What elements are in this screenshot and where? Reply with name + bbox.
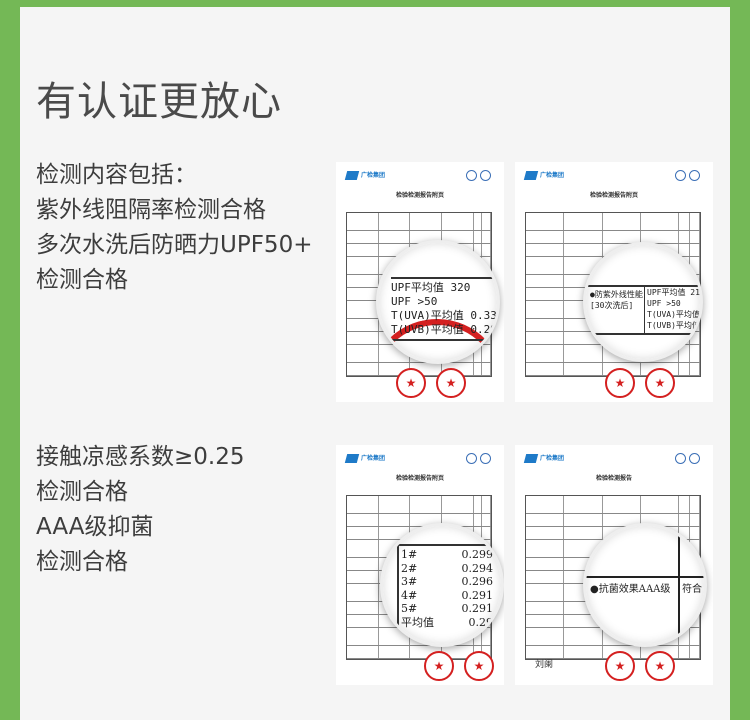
report-header: 广检集团 — [523, 170, 700, 184]
test-items-uv: 检测内容包括： 紫外线阻隔率检测合格 多次水洗后防晒力UPF50+ 检测合格 — [36, 158, 312, 298]
result-row: 3# 0.296 — [401, 575, 493, 589]
sample-value: 0.299 — [461, 548, 494, 561]
mag-text: 符合 — [682, 584, 702, 595]
cert-icon — [689, 453, 700, 464]
mag-text: UPF >50 — [647, 299, 681, 308]
sample-value: 0.291 — [461, 588, 494, 602]
logo-text: 广检集团 — [540, 172, 565, 179]
text-line: 接触凉感系数≥0.25 — [36, 444, 245, 470]
result-row: 2# 0.294 — [401, 562, 493, 576]
cert-icon — [480, 170, 491, 181]
magnifier: ●防紫外线性能 [30次洗后] UPF平均值 218 UPF >50 T(UVA… — [583, 242, 703, 362]
stamp-icon: ★ — [605, 368, 635, 398]
result-row: 4# 0.291 — [401, 589, 493, 603]
sample-label: 4# — [401, 588, 418, 602]
mag-text: [30次洗后] — [590, 301, 634, 310]
mag-text: UPF平均值 218 — [647, 288, 703, 297]
magnifier: UPF平均值 320 UPF >50 T(UVA)平均值 0.33% T(UVB… — [376, 240, 500, 364]
stamp-icon: ★ — [424, 651, 454, 681]
logo-text: 广检集团 — [361, 172, 386, 179]
gttc-logo-icon — [523, 454, 539, 463]
sample-label: 平均值 — [401, 615, 434, 629]
signature: 刘阑 — [535, 660, 554, 670]
result-row: 平均值 0.29 — [401, 616, 493, 630]
cert-icon — [689, 170, 700, 181]
gttc-logo-icon — [523, 171, 539, 180]
text-line: 检测合格 — [36, 479, 128, 505]
mag-text: UPF平均值 320 — [391, 281, 471, 294]
cert-icon — [466, 170, 477, 181]
sample-label: 1# — [401, 548, 418, 561]
page-title: 有认证更放心 — [36, 79, 282, 125]
report-image-2: 检验检测报告附页 广检集团 ●防紫外线性能 [30次洗后] UPF平均值 218 … — [515, 162, 713, 402]
text-line: 检测合格 — [36, 549, 128, 575]
result-row: 5# 0.291 — [401, 602, 493, 616]
stamp-icon: ★ — [396, 368, 426, 398]
text-line: 检测合格 — [36, 267, 128, 293]
sample-value: 0.29 — [468, 615, 494, 629]
sample-label: 2# — [401, 561, 418, 575]
mag-text: T(UVA)平均值 0.33% — [391, 309, 500, 322]
cert-icon — [480, 453, 491, 464]
report-header: 广检集团 — [344, 170, 494, 184]
cert-icon — [675, 453, 686, 464]
logo-text: 广检集团 — [540, 455, 565, 462]
sample-label: 5# — [401, 602, 418, 615]
magnifier: ●抗菌效果AAA级 符合 — [583, 523, 707, 647]
mag-text: T(UVB)平均值 0. — [647, 321, 700, 330]
text-line: 多次水洗后防晒力UPF50+ — [36, 232, 313, 258]
sample-value: 0.294 — [461, 561, 494, 575]
report-title: 检验检测报告附页 — [589, 192, 638, 199]
mag-text: ●抗菌效果AAA级 — [590, 584, 671, 595]
mag-text: T(UVB)平均值 0.29% — [391, 323, 500, 336]
text-line: 紫外线阻隔率检测合格 — [36, 197, 266, 223]
result-row: 1# 0.299 — [401, 548, 493, 562]
sample-label: 3# — [401, 575, 418, 588]
logo-text: 广检集团 — [361, 455, 386, 462]
stamp-icon: ★ — [605, 651, 635, 681]
report-title: 检验检测报告 — [595, 475, 632, 482]
report-header: 广检集团 — [523, 453, 700, 467]
sample-value: 0.291 — [461, 602, 494, 615]
stamp-icon: ★ — [645, 368, 675, 398]
text-line: 检测内容包括： — [36, 162, 197, 188]
magnifier: 1# 0.299 2# 0.294 3# 0.296 4# 0.291 5# 0.291 平均值 0.… — [380, 523, 504, 647]
text-line: AAA级抑菌 — [36, 514, 154, 540]
mag-text: UPF >50 — [391, 295, 438, 308]
report-title: 检验检测报告附页 — [395, 192, 444, 199]
stamp-icon: ★ — [436, 368, 466, 398]
report-image-1: 检验检测报告附页 广检集团 UPF平均值 320 UPF >50 T(UVA)平均… — [336, 162, 504, 402]
sample-value: 0.296 — [461, 575, 494, 588]
report-title: 检验检测报告附页 — [395, 475, 444, 482]
gttc-logo-icon — [344, 454, 360, 463]
mag-text: ●防紫外线性能 — [590, 290, 643, 299]
report-header: 广检集团 — [344, 453, 494, 467]
cert-icon — [675, 170, 686, 181]
gttc-logo-icon — [344, 171, 360, 180]
test-items-cool: 接触凉感系数≥0.25 检测合格 AAA级抑菌 检测合格 — [36, 440, 244, 580]
stamp-icon: ★ — [645, 651, 675, 681]
stamp-icon: ★ — [464, 651, 494, 681]
report-image-4: 检验检测报告 广检集团 刘阑 ●抗菌效果AAA级 符合 ★ ★ — [515, 445, 713, 685]
report-image-3: 检验检测报告附页 广检集团 1# 0.299 2# 0.294 3# 0.296 4# 0.29… — [336, 445, 504, 685]
cert-icon — [466, 453, 477, 464]
mag-text: T(UVA)平均值 1. — [647, 310, 700, 319]
